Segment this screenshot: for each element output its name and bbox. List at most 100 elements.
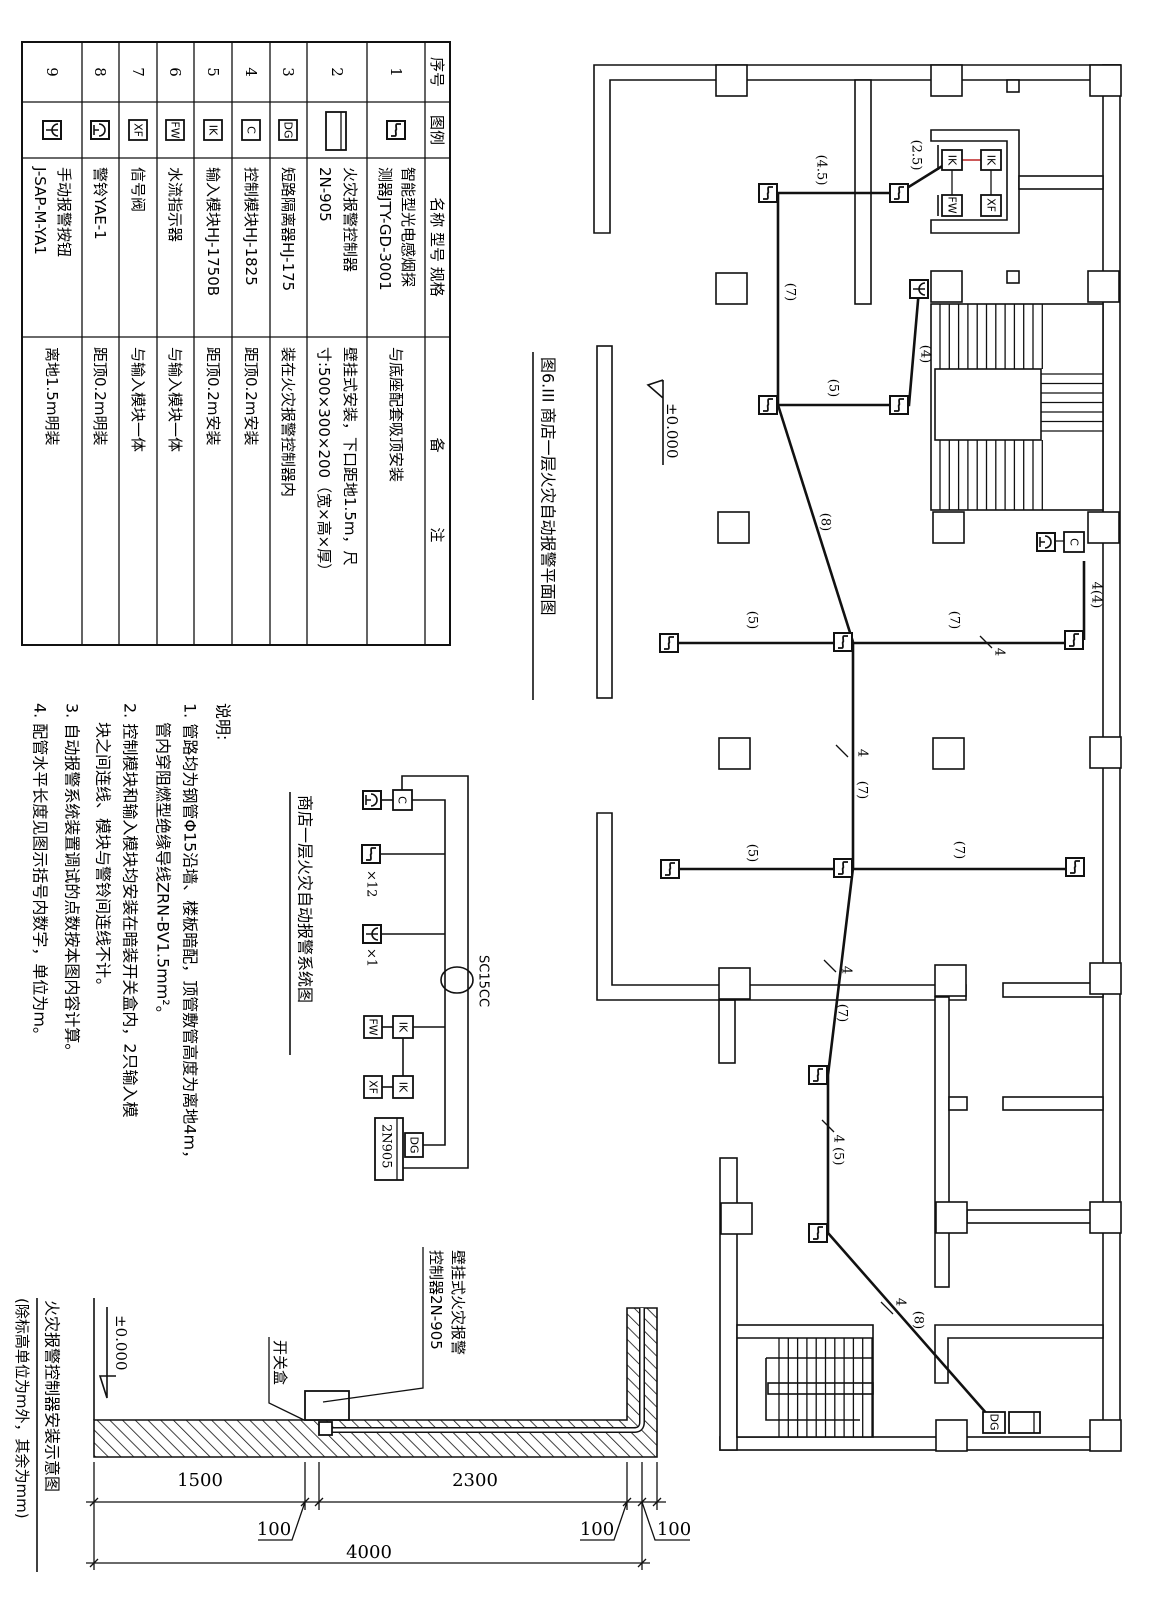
svg-text:DG: DG <box>988 1414 1001 1431</box>
stair-well <box>934 368 1042 441</box>
svg-text:C: C <box>396 796 409 804</box>
row-no: 3 <box>279 67 297 77</box>
run-label: (7) <box>783 283 798 301</box>
svg-text:FW: FW <box>367 1018 380 1035</box>
row-remark: 距顶0.2m明装 <box>91 347 109 445</box>
legend-table: 序号 图例 名称 型号 规格 备 注 1 2 3 4 5 6 7 8 9 DG … <box>21 41 451 646</box>
row-no: 7 <box>129 67 147 77</box>
smoke-detector <box>808 1223 828 1243</box>
fire-alarm-controller: 2N905 <box>374 1117 404 1181</box>
switch-box-leader <box>268 1337 305 1421</box>
fire-alarm-controller-icon <box>325 111 347 151</box>
dim-100: 100 <box>657 1519 691 1540</box>
smoke-detector <box>660 859 680 879</box>
smoke-detector-icon <box>386 120 406 140</box>
note-line: 3. 自动报警系统装置调试的点数按本图内容计算。 <box>63 703 82 1059</box>
svg-text:FW: FW <box>169 121 182 138</box>
controller-leader <box>322 1247 424 1403</box>
column <box>930 270 963 303</box>
smoke-detector <box>889 183 909 203</box>
column <box>715 272 748 305</box>
column <box>1087 511 1120 544</box>
column <box>718 737 751 770</box>
column <box>720 1202 753 1235</box>
run-label: 4 <box>839 966 854 974</box>
control-module-symbol: C <box>1063 531 1085 553</box>
manual-alarm-button-icon <box>42 120 62 140</box>
signal-bus <box>412 799 446 1146</box>
controller-label-line: 壁挂式火灾报警 <box>449 1250 467 1355</box>
row-name: 水流指示器 <box>166 167 184 242</box>
note-line: 2. 控制模块和输入模块均安装在暗装开关盒内，2只输入模 <box>121 703 140 1118</box>
row-name: 短路隔离器HJ-175 <box>279 167 297 291</box>
run-label: (4.5) <box>814 155 829 186</box>
run-label: (7) <box>952 841 967 859</box>
column <box>932 511 965 544</box>
row-remark: 寸:500×300×200（宽×高×厚） <box>315 347 333 578</box>
column <box>1089 736 1122 769</box>
control-module-symbol: C <box>241 119 261 141</box>
bell-icon <box>90 120 110 140</box>
svg-text:DG: DG <box>408 1137 421 1154</box>
run-label: 4 (5) <box>831 1135 846 1166</box>
wall-mounted-controller <box>304 1390 350 1421</box>
header-symbol: 图例 <box>428 115 446 145</box>
run-label: (7) <box>855 781 870 799</box>
svg-text:IK: IK <box>397 1082 410 1093</box>
floor-plan: 图6.III 商店一层火灾自动报警平面图 ±0.000 <box>532 64 1122 1452</box>
row-name: 信号阀 <box>129 167 147 212</box>
table-border <box>21 41 451 646</box>
column <box>718 967 751 1000</box>
system-diagram: 商店一层火灾自动报警系统图 C ×12 ×1 SC15CC IK FW IK X… <box>289 775 491 1181</box>
svg-text:IK: IK <box>397 1022 410 1033</box>
run-label: (7) <box>835 1004 850 1022</box>
smoke-detector <box>889 395 909 415</box>
flow-indicator-symbol: FW <box>941 194 963 217</box>
row-remark: 距顶0.2m安装 <box>242 347 260 445</box>
row-name: 测器JTY-GD-3001 <box>376 167 394 291</box>
run-label: 4 <box>893 1298 908 1306</box>
button-count: ×1 <box>364 948 379 967</box>
row-remark: 壁挂式安装，下口距地1.5m，尺 <box>341 347 359 565</box>
isolator-symbol: DG <box>404 1132 424 1158</box>
embedded-conduit <box>332 1308 645 1433</box>
control-module-symbol: C <box>392 789 413 811</box>
stair-lower <box>736 1324 874 1438</box>
svg-text:C: C <box>245 126 258 134</box>
input-module-symbol: IK <box>203 119 223 141</box>
row-name: 警铃YAE-1 <box>91 167 109 240</box>
row-remark: 与输入模块一体 <box>166 347 184 452</box>
row-no: 6 <box>166 67 184 77</box>
column <box>1089 962 1122 995</box>
header-remark: 备 注 <box>428 438 446 543</box>
column <box>932 737 965 770</box>
row-no: 5 <box>204 67 222 77</box>
run-label: (5) <box>745 611 760 629</box>
switch-box-label: 开关盒 <box>271 1340 289 1385</box>
dim-4000: 4000 <box>346 1542 392 1563</box>
row-no: 4 <box>242 67 260 77</box>
dim-1500: 1500 <box>177 1470 223 1491</box>
run-label: 4(4) <box>1089 582 1104 609</box>
smoke-detector <box>808 1065 828 1085</box>
input-module-symbol: IK <box>392 1015 414 1039</box>
alarm-bell <box>1036 532 1056 552</box>
controller-label: 2N905 <box>379 1124 394 1168</box>
notes-title: 说明: <box>214 703 233 740</box>
manual-alarm-button-icon <box>362 924 382 944</box>
power-bus <box>401 775 469 1169</box>
elevation-label: ±0.000 <box>112 1315 130 1371</box>
floor-plan-title: 图6.III 商店一层火灾自动报警平面图 <box>539 357 558 616</box>
switch-box <box>318 1421 333 1436</box>
install-diagram: 壁挂式火灾报警 控制器2N-905 开关盒 ±0.000 1500 2300 1… <box>13 1247 691 1572</box>
note-line: 1. 管路均为钢管Φ15沿墙、楼板暗配，顶管敷管高度为离地4m， <box>181 703 200 1166</box>
row-name: J-SAP-M-YA1 <box>31 166 49 255</box>
input-module-symbol: IK <box>941 149 963 171</box>
row-name: 2N-905 <box>316 167 334 222</box>
row-remark: 距顶0.2m安装 <box>204 347 222 445</box>
svg-text:XF: XF <box>132 123 145 137</box>
smoke-detector <box>833 632 853 652</box>
row-name: 手动报警按钮 <box>55 167 73 257</box>
signal-valve-symbol: XF <box>980 194 1002 217</box>
